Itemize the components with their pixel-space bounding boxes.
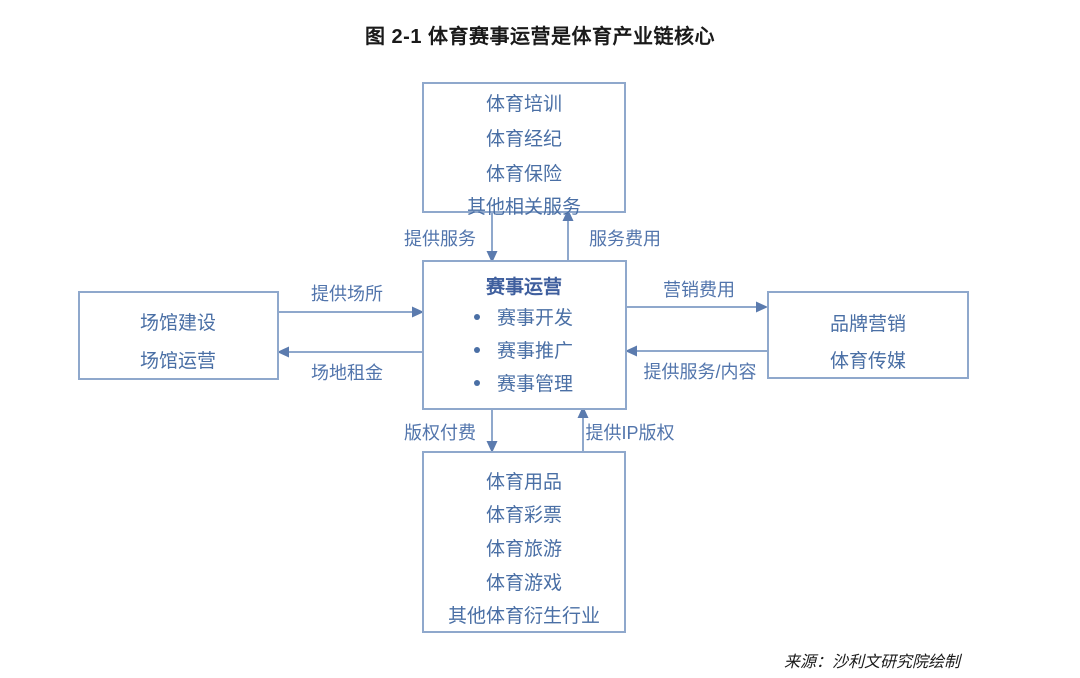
edge-label-provide-ip: 提供IP版权 <box>585 423 674 443</box>
node-top-line-3: 体育保险 <box>486 163 562 185</box>
edge-copyright-payment <box>486 409 498 453</box>
arrowhead-left-icon <box>625 345 637 357</box>
node-box <box>422 451 626 633</box>
arrowhead-right-icon <box>756 301 768 313</box>
node-bottom-line-2: 体育彩票 <box>486 504 562 526</box>
node-center-line-3: 赛事管理 <box>497 373 573 395</box>
node-top-line-2: 体育经纪 <box>486 128 562 150</box>
node-center-line-1: 赛事开发 <box>497 307 573 329</box>
edge-label-venue-rent: 场地租金 <box>311 363 383 383</box>
edge-label-copyright-payment: 版权付费 <box>404 423 476 443</box>
edge-provide-service-content <box>625 345 768 357</box>
edge-venue-rent <box>277 346 424 358</box>
arrowhead-left-icon <box>277 346 289 358</box>
edge-label-service-fee: 服务费用 <box>589 229 661 249</box>
edge-label-provide-service-content: 提供服务/内容 <box>643 362 756 382</box>
node-bottom-line-5: 其他体育衍生行业 <box>448 605 600 627</box>
node-box <box>422 260 627 410</box>
node-box <box>767 291 969 379</box>
bullet-icon <box>474 347 480 353</box>
node-left-line-2: 场馆运营 <box>140 350 216 372</box>
node-right-line-1: 品牌营销 <box>830 313 906 335</box>
node-top-line-1: 体育培训 <box>486 93 562 115</box>
node-box <box>422 82 626 213</box>
edge-label-provide-service: 提供服务 <box>404 229 476 249</box>
node-center[interactable]: 赛事运营 赛事开发 赛事推广 赛事管理 <box>422 260 627 410</box>
arrowhead-up-icon <box>577 406 589 418</box>
arrowhead-right-icon <box>412 306 424 318</box>
arrowhead-down-icon <box>486 441 498 453</box>
arrowhead-down-icon <box>486 251 498 263</box>
edge-marketing-fee <box>626 301 768 313</box>
edge-provide-ip <box>577 406 589 452</box>
node-left[interactable]: 场馆建设 场馆运营 <box>78 291 279 380</box>
edge-service-fee <box>562 209 574 261</box>
node-left-line-1: 场馆建设 <box>140 312 216 334</box>
arrowhead-up-icon <box>562 209 574 221</box>
node-bottom[interactable]: 体育用品 体育彩票 体育旅游 体育游戏 其他体育衍生行业 <box>422 451 626 633</box>
bullet-icon <box>474 314 480 320</box>
node-bottom-line-4: 体育游戏 <box>486 572 562 594</box>
edge-provide-service <box>486 212 498 263</box>
node-bottom-line-3: 体育旅游 <box>486 538 562 560</box>
node-center-title: 赛事运营 <box>485 275 562 298</box>
edge-label-marketing-fee: 营销费用 <box>663 280 735 300</box>
page-title: 图 2-1 体育赛事运营是体育产业链核心 <box>364 26 716 48</box>
node-top-line-4: 其他相关服务 <box>467 196 581 218</box>
edge-provide-venue <box>278 306 424 318</box>
edge-label-provide-venue: 提供场所 <box>311 284 383 304</box>
node-box <box>78 291 279 380</box>
node-center-line-2: 赛事推广 <box>497 340 573 362</box>
node-bottom-line-1: 体育用品 <box>486 471 562 493</box>
source-note: 来源：沙利文研究院绘制 <box>783 654 960 671</box>
node-right[interactable]: 品牌营销 体育传媒 <box>767 291 969 379</box>
bullet-icon <box>474 380 480 386</box>
node-top[interactable]: 体育培训 体育经纪 体育保险 其他相关服务 <box>422 82 626 218</box>
node-right-line-2: 体育传媒 <box>830 350 906 372</box>
